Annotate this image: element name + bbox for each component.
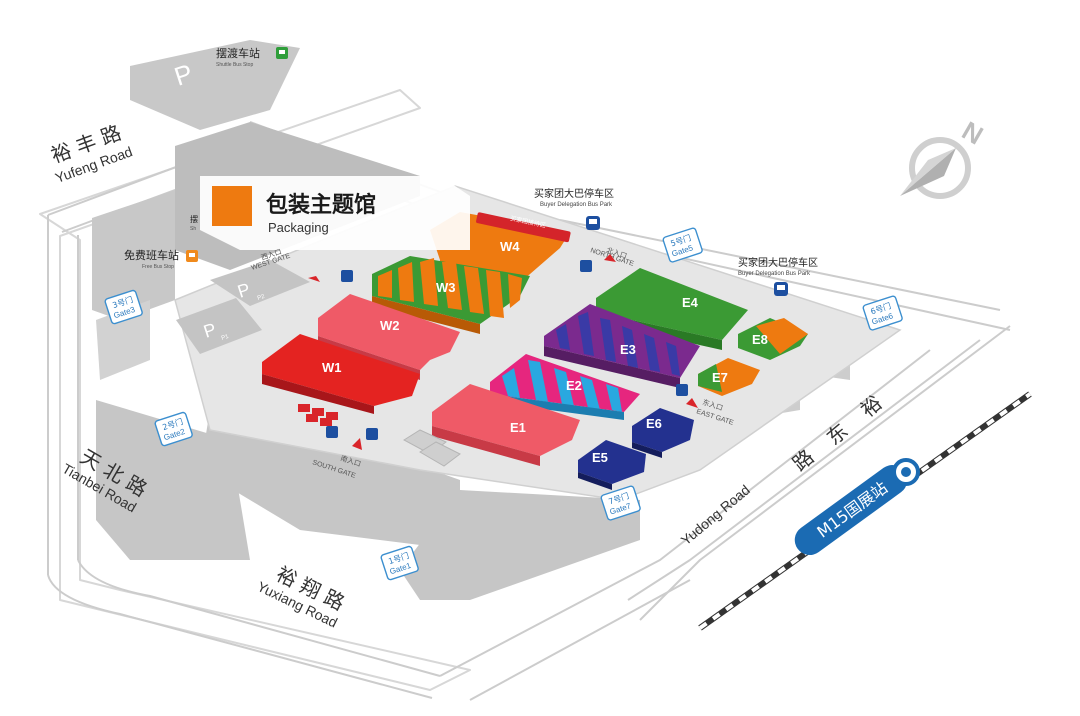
- shuttle-stop[interactable]: 摆渡车站 Shuttle Bus Stop: [216, 46, 288, 68]
- hall-e7-label: E7: [712, 370, 728, 385]
- shuttle-stop-2[interactable]: 摆 Sh: [190, 214, 198, 232]
- gate-6[interactable]: 6号门 Gate6: [862, 295, 903, 331]
- shuttle-stop-label: 摆渡车站: [216, 46, 260, 60]
- road-yudong-cn-2: 东: [822, 419, 853, 450]
- shuttle-stop-2-en: Sh: [190, 226, 196, 232]
- gate-7[interactable]: 7号门 Gate7: [600, 485, 641, 521]
- hall-e7[interactable]: E7: [698, 358, 760, 396]
- hall-e5-label: E5: [592, 450, 608, 465]
- site-platform: [174, 185, 902, 501]
- buyer-bus-park-north[interactable]: 买家团大巴停车区 Buyer Delegation Bus Park: [534, 187, 614, 230]
- south-entrance-arrow-icon: [352, 438, 362, 450]
- hall-e1-label: E1: [510, 420, 526, 435]
- road-yudong-en: Yudong Road: [678, 481, 753, 548]
- road-yuxiang: 裕 翔 路 Yuxiang Road: [255, 562, 349, 631]
- legend-subtitle: Packaging: [268, 220, 329, 235]
- road-yudong-cn-3: 路: [788, 445, 819, 476]
- hall-e1[interactable]: E1: [432, 384, 580, 466]
- hall-w1-label: W1: [322, 360, 342, 375]
- service-icon-south-2: [366, 428, 378, 440]
- hall-e5[interactable]: E5: [578, 440, 646, 490]
- hall-w4-label: W4: [500, 239, 520, 254]
- hall-e8[interactable]: E8: [738, 318, 808, 360]
- hall-e2[interactable]: E2: [490, 354, 640, 420]
- service-icons: [326, 260, 688, 440]
- buyer-bus-park-east[interactable]: 买家团大巴停车区 Buyer Delegation Bus Park: [738, 256, 818, 296]
- gate-1[interactable]: 1号门 Gate1: [380, 545, 419, 581]
- service-icon-east: [676, 384, 688, 396]
- legend-title: 包装主题馆: [266, 192, 376, 218]
- road-yufeng: 裕 丰 路 Yufeng Road: [48, 120, 135, 186]
- buyer-bus-park-east-label: 买家团大巴停车区: [738, 256, 818, 269]
- compass-icon: N: [900, 115, 988, 199]
- hall-w3[interactable]: W3: [372, 256, 530, 334]
- hall-e6[interactable]: E6: [632, 408, 694, 458]
- gate-5[interactable]: 5号门 Gate5: [662, 227, 703, 263]
- gate-2[interactable]: 2号门 Gate2: [154, 411, 193, 447]
- legend-swatch: [212, 186, 252, 226]
- parking-p2-label: P: [235, 279, 253, 302]
- hall-e8-label: E8: [752, 332, 768, 347]
- north-entrance-arrow-icon: [604, 254, 616, 262]
- buyer-bus-park-north-label: 买家团大巴停车区: [534, 187, 614, 200]
- parking-p2-sub: P2: [257, 294, 266, 302]
- hall-e3-label: E3: [620, 342, 636, 357]
- gate-3[interactable]: 3号门 Gate3: [104, 289, 143, 325]
- hall-w1[interactable]: W1: [262, 334, 420, 414]
- compass-label: N: [957, 115, 988, 150]
- buyer-bus-park-north-en: Buyer Delegation Bus Park: [540, 202, 613, 208]
- hall-e6-label: E6: [646, 416, 662, 431]
- east-entrance-arrow-icon: [686, 398, 698, 408]
- service-icon-north: [580, 260, 592, 272]
- service-icon-south-1: [326, 426, 338, 438]
- free-bus-stop[interactable]: 免费班车站 Free Bus Stop: [124, 248, 198, 270]
- south-pavilions: [403, 429, 461, 467]
- shuttle-stop-en: Shuttle Bus Stop: [216, 62, 253, 68]
- outer-lots: [92, 40, 850, 600]
- hall-w2-label: W2: [380, 318, 400, 333]
- service-icon-west: [341, 270, 353, 282]
- red-kiosks: [298, 404, 338, 426]
- hall-e4-label: E4: [682, 295, 699, 310]
- west-entrance-arrow-icon: [308, 276, 320, 282]
- metro-icon: [892, 458, 920, 486]
- buyer-bus-park-east-en: Buyer Delegation Bus Park: [738, 271, 811, 277]
- hall-e3[interactable]: E3: [544, 304, 700, 388]
- parking-p1-label: P: [201, 319, 219, 342]
- road-yudong-cn-1: 裕: [856, 391, 887, 422]
- free-bus-stop-label: 免费班车站: [124, 248, 179, 262]
- free-bus-stop-en: Free Bus Stop: [142, 264, 174, 270]
- hall-e2-label: E2: [566, 378, 582, 393]
- metro-station-label: M15国展站: [813, 478, 891, 542]
- inner-parking: [176, 260, 310, 354]
- shuttle-stop-2-label: 摆: [190, 214, 198, 224]
- legend: 包装主题馆 Packaging: [200, 176, 470, 250]
- hall-w3-label: W3: [436, 280, 456, 295]
- parking-p1-sub: P1: [221, 334, 230, 342]
